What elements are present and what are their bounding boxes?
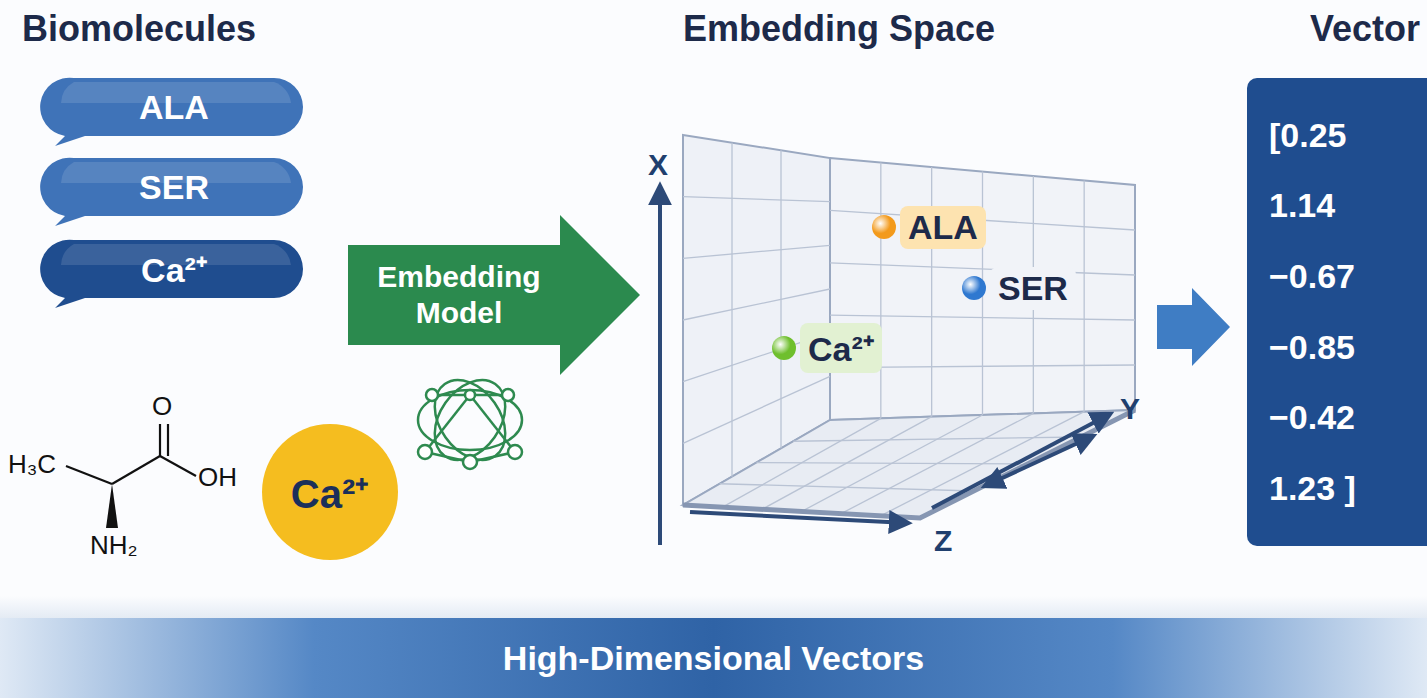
bubble-outline [40,240,303,308]
bubble-outline [40,158,303,226]
model-arrow: Embedding Model [348,215,640,375]
node-text: High-Dimensional Vectors [503,639,924,678]
column-heading: Embedding Space [683,8,995,50]
output-arrow [1157,288,1230,366]
axis-label: X [648,148,668,182]
grid-line [830,315,1135,320]
footer-band: High-Dimensional Vectors [0,618,1427,698]
grid-line [683,376,830,443]
arrow-outline [348,215,640,375]
node-text: ALA [139,88,209,127]
atom-label: NH₂ [90,530,138,561]
node-text: −0.42 [1269,398,1355,437]
column-heading: Vector [1310,8,1420,50]
node-text: SER [990,267,1076,310]
node-text: [0.25 [1269,116,1347,155]
node-text: SER [139,168,209,207]
molecule-bubble: SER [45,158,303,226]
node-content: Ca²⁺ [772,325,882,371]
band-shadow [0,596,1427,618]
ion-circle: Ca²⁺ [262,424,398,560]
column-heading: Biomolecules [22,8,256,50]
embedding-point: SER [962,265,1076,311]
bubble-gloss [61,82,291,103]
network-nodes [418,389,522,469]
node-content: ALA [45,78,303,136]
grid-line [880,163,881,419]
node-content: SER [962,265,1076,311]
node-content: Ca²⁺ [262,424,398,560]
grid-line [683,245,830,258]
vector-box: [0.25 1.14 −0.67 −0.85 −0.42 1.23 ] [1247,78,1427,546]
node-content: [0.25 1.14 −0.67 −0.85 −0.42 1.23 ] [1247,78,1427,546]
node-text: ALA [900,206,986,249]
atom-label: H₃C [8,449,56,480]
grid-line [931,167,932,417]
embedding-grid [683,135,1135,518]
axis-label: Z [934,524,952,558]
node-content: Embedding Model [348,245,570,345]
grid-line [1084,181,1085,412]
molecule-bubble: ALA [45,78,303,146]
alanine-structure [66,424,196,484]
embedding-point: Ca²⁺ [772,325,882,371]
node-text: Ca²⁺ [800,323,882,373]
grid-line [793,437,1081,441]
point-dot [962,276,986,300]
node-text: 1.23 ] [1269,469,1356,508]
bubble-gloss [61,162,291,183]
node-text: Ca²⁺ [141,246,207,292]
embedding-point: ALA [872,204,986,250]
node-content: SER [45,158,303,216]
grid-line [683,197,830,202]
bubble-outline [40,78,303,146]
grid-line [757,463,1028,465]
node-content: High-Dimensional Vectors [0,618,1427,698]
point-dot [872,215,896,239]
bubble-gloss [61,244,291,265]
grid-line [720,484,974,491]
node-text: 1.14 [1269,186,1335,225]
node-text: Embedding Model [359,259,559,331]
axes [660,186,1110,545]
arrow-shape [348,215,640,375]
node-text: −0.85 [1269,328,1355,367]
atom-label: OH [198,462,237,493]
grid-line [830,263,1135,275]
wedge-bond [106,484,118,528]
circle-outline [262,424,398,560]
node-text: Ca²⁺ [291,465,369,520]
node-text: −0.67 [1269,257,1355,296]
grid-line [683,289,830,320]
node-content: ALA [872,204,986,250]
network-icon [418,367,522,473]
axis-label: Y [1120,392,1140,426]
point-dot [772,336,796,360]
atom-label: O [152,391,172,422]
node-content: Ca²⁺ [45,240,303,298]
molecule-bubble: Ca²⁺ [45,240,303,308]
